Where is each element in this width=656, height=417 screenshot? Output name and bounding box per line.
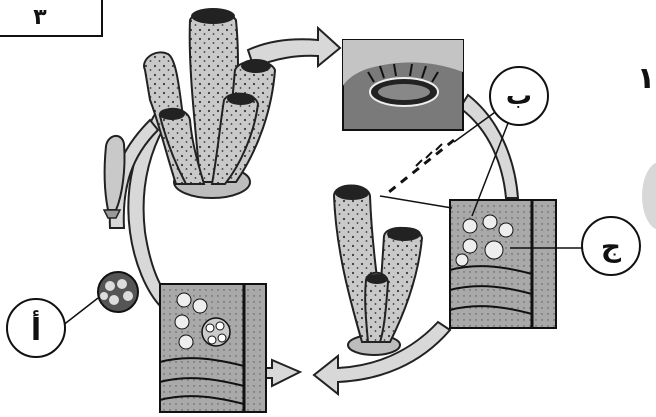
label-alef-circle: أ <box>7 299 65 357</box>
corner-number: ٣ <box>33 5 47 30</box>
small-sponge-cluster <box>334 186 422 356</box>
corner-number-box: ٣ <box>0 0 102 36</box>
label-ba: ب <box>506 81 532 111</box>
right-edge-mark: ١ <box>637 61 655 96</box>
bottom-left-detail-panel <box>160 284 266 412</box>
label-alef: أ <box>31 310 41 348</box>
adult-sponge-cluster <box>144 8 275 198</box>
top-detail-panel <box>343 40 463 130</box>
embryo-cluster <box>98 272 138 312</box>
right-edge-shadow <box>642 162 656 230</box>
label-jim-circle: ج <box>582 217 640 275</box>
label-ba-circle: ب <box>490 67 548 125</box>
arrow-small-bottom <box>262 360 300 386</box>
sperm-path <box>384 140 454 196</box>
right-detail-panel <box>450 200 556 328</box>
label-jim: ج <box>601 230 622 264</box>
